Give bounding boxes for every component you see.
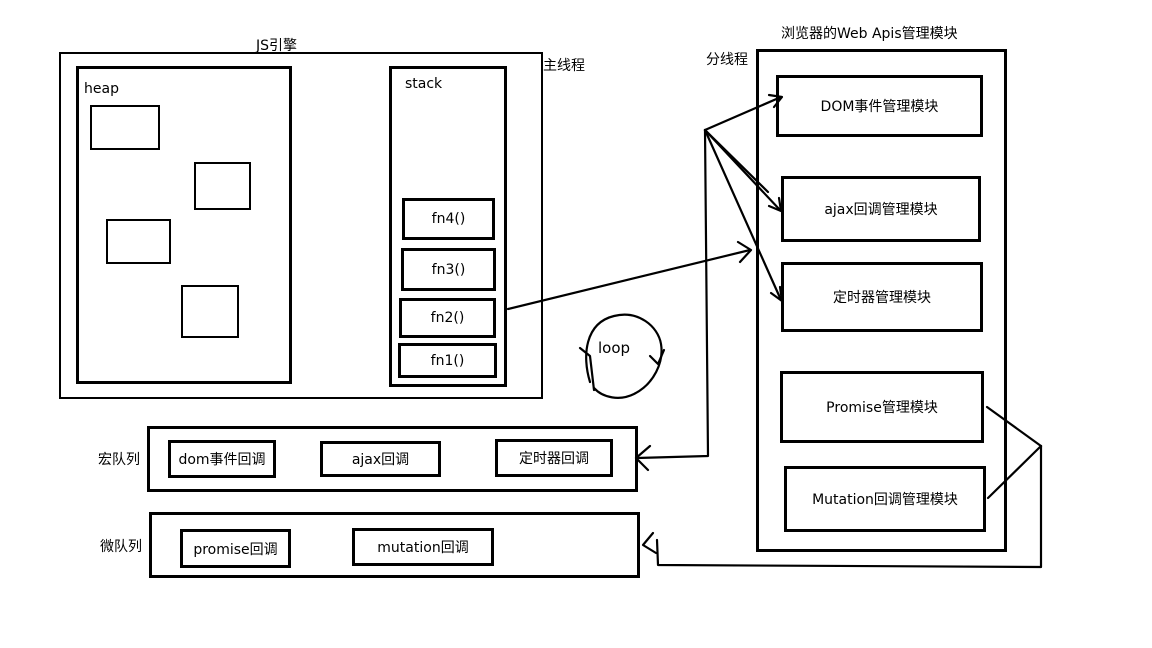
hub-to-dom-arrow	[703, 95, 783, 132]
hub-to-macro-queue-arrow	[635, 128, 710, 460]
heap-object	[181, 285, 239, 338]
main-thread-label: 主线程	[543, 58, 585, 74]
worker-thread-label: 分线程	[706, 52, 748, 68]
js-engine-title: JS引擎	[256, 38, 298, 54]
module-promise: Promise管理模块	[780, 371, 984, 443]
stack-frame-fn1: fn1()	[398, 343, 497, 378]
js-engine-container	[59, 52, 543, 399]
micro-queue-item-promise: promise回调	[180, 529, 291, 568]
stack-frame-fn3: fn3()	[401, 248, 496, 291]
heap-object	[90, 105, 160, 150]
loop-label: loop	[598, 339, 631, 357]
module-ajax: ajax回调管理模块	[781, 176, 981, 242]
heap-object	[106, 219, 171, 264]
stack-frame-fn4: fn4()	[402, 198, 495, 240]
heap-label: heap	[84, 81, 119, 97]
web-apis-container	[756, 49, 1007, 552]
stack-frame-fn2: fn2()	[399, 298, 496, 338]
hub-to-micro-queue-arrow	[655, 444, 1043, 569]
macro-queue-item-dom: dom事件回调	[168, 440, 276, 478]
heap-container	[76, 66, 292, 384]
micro-queue-item-mutation: mutation回调	[352, 528, 494, 566]
heap-object	[194, 162, 251, 210]
stack-label: stack	[405, 76, 443, 92]
mutation-to-hub-line	[986, 444, 1043, 500]
stack-container	[389, 66, 507, 387]
promise-to-hub-line	[985, 405, 1043, 448]
micro-queue-label: 微队列	[100, 539, 142, 555]
module-mutation: Mutation回调管理模块	[784, 466, 986, 532]
macro-queue-label: 宏队列	[98, 452, 140, 468]
loop-icon	[585, 313, 663, 399]
micro-queue-container	[149, 512, 640, 578]
macro-queue-item-ajax: ajax回调	[320, 441, 441, 477]
web-apis-title: 浏览器的Web Apis管理模块	[781, 26, 958, 42]
fn2-to-webapis-arrow	[506, 248, 752, 311]
macro-queue-item-timer: 定时器回调	[495, 439, 613, 477]
module-dom-events: DOM事件管理模块	[776, 75, 983, 137]
hub-to-timer-arrow	[703, 128, 783, 302]
